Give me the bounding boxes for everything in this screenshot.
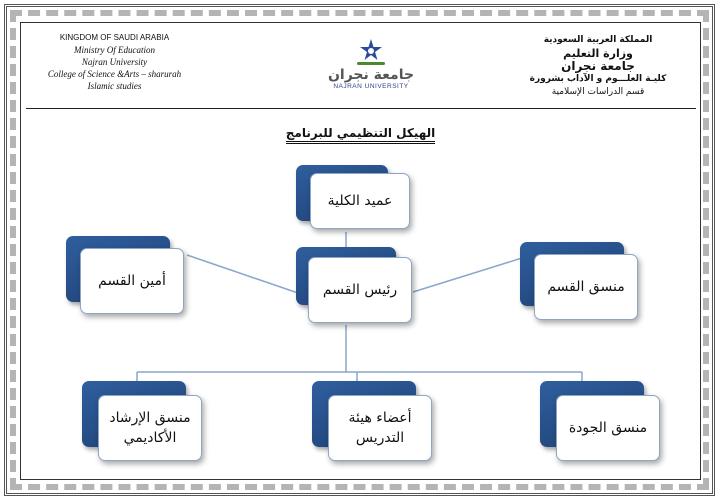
node-dean-label: عميد الكلية (327, 193, 393, 209)
en-kingdom: KINGDOM OF SAUDI ARABIA (59, 33, 170, 42)
node-faculty-line-1: أعضاء هيئة (348, 410, 412, 426)
node-faculty-label: أعضاء هيئة التدريس (348, 408, 411, 448)
connector-head-secretary (186, 254, 299, 294)
node-academic-advising-line-2: الأكاديمي (123, 430, 177, 446)
chart-title: الهيكل التنظيمي للبرنامج (285, 126, 436, 144)
en-ministry: Ministry Of Education (74, 45, 155, 55)
english-letterhead: KINGDOM OF SAUDI ARABIA Ministry Of Educ… (32, 32, 197, 92)
node-quality: منسق الجودة (540, 381, 662, 463)
najran-university-logo-icon (357, 39, 385, 65)
node-coordinator: منسق القسم (520, 242, 640, 322)
logo-english-text: NAJRAN UNIVERSITY (333, 83, 409, 90)
ar-university: جامعة نجران (561, 59, 635, 73)
connector-head-coordinator (412, 257, 523, 293)
node-faculty-line-2: التدريس (355, 430, 405, 446)
header-divider (26, 108, 696, 109)
node-department-head: رئيس القسم (296, 247, 414, 325)
university-logo: جامعة نجران NAJRAN UNIVERSITY (326, 38, 416, 100)
page-border-inner (20, 22, 701, 480)
node-academic-advising-line-1: منسق الإرشاد (109, 410, 191, 426)
node-academic-advising: منسق الإرشاد الأكاديمي (82, 381, 204, 463)
ar-kingdom: المملكة العربية السعودية (543, 35, 653, 45)
node-dean: عميد الكلية (296, 165, 412, 229)
node-secretary: أمين القسم (66, 236, 186, 316)
page-border-outer (4, 4, 715, 496)
chart-title-wrap: الهيكل التنظيمي للبرنامج (0, 122, 721, 144)
logo-arabic-text: جامعة نجران (327, 67, 415, 83)
en-university: Najran University (81, 57, 148, 67)
node-quality-label: منسق الجودة (568, 420, 648, 436)
node-faculty: أعضاء هيئة التدريس (312, 381, 434, 463)
node-secretary-label: أمين القسم (98, 273, 166, 289)
node-department-head-label: رئيس القسم (322, 282, 398, 298)
ar-department: قسم الدراسات الإسلامية (551, 87, 645, 97)
node-academic-advising-label: منسق الإرشاد الأكاديمي (109, 408, 190, 448)
en-college: College of Science &Arts – sharurah (47, 69, 182, 79)
arabic-letterhead: المملكة العربية السعودية وزارة التعليم ج… (503, 34, 693, 99)
ar-college: كليـة العلـــوم و الآداب بشرورة (529, 74, 667, 84)
ar-ministry: وزارة التعليم (563, 47, 633, 60)
page-border-ornament (10, 10, 709, 490)
en-department: Islamic studies (87, 81, 142, 91)
node-coordinator-label: منسق القسم (547, 279, 625, 295)
